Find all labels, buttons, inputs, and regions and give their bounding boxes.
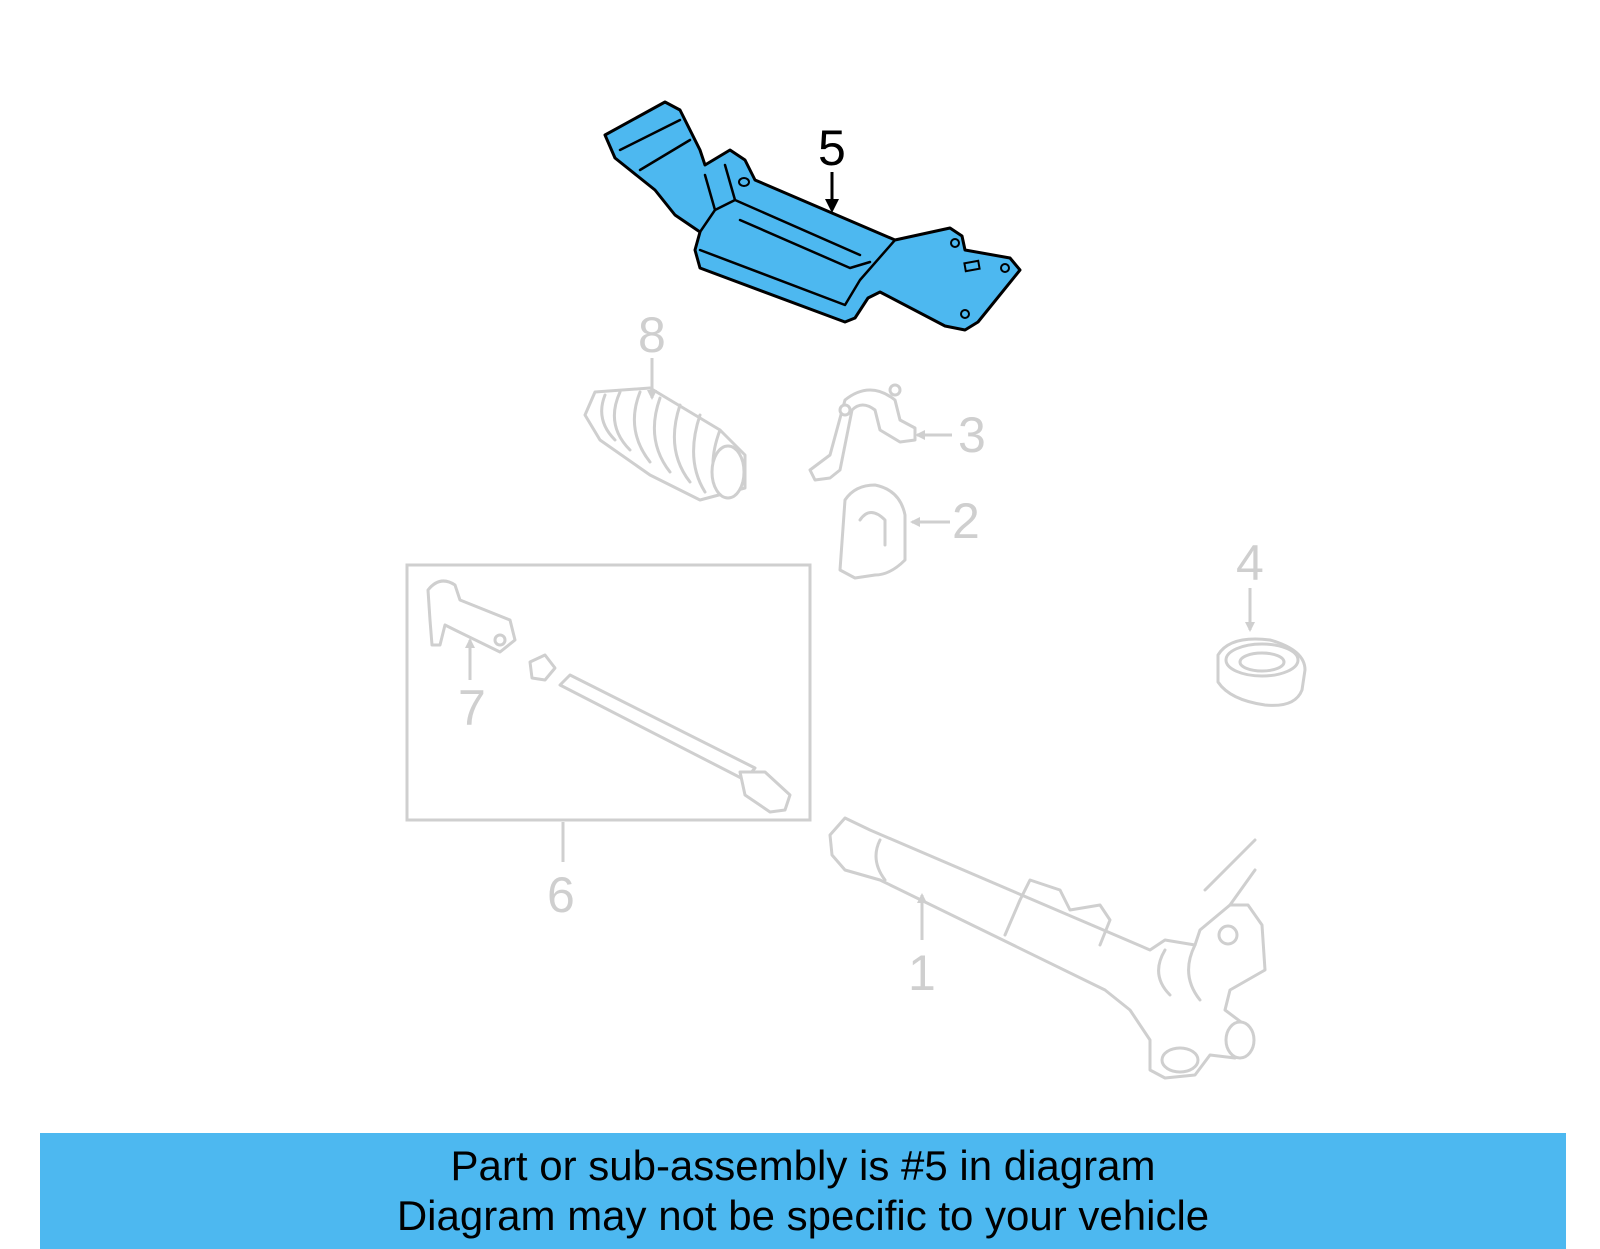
callout-1: 1 [908, 945, 936, 1001]
part-3-clamp[interactable] [808, 383, 917, 482]
callout-2: 2 [952, 493, 980, 549]
callout-3: 3 [958, 407, 986, 463]
callout-7: 7 [458, 680, 486, 736]
callout-5: 5 [818, 120, 846, 176]
banner-line-2: Diagram may not be specific to your vehi… [396, 1192, 1210, 1239]
part-8-boot[interactable] [583, 386, 747, 502]
part-6-inner-tie-rod[interactable] [528, 653, 792, 814]
part-5-heat-shield[interactable] [603, 100, 1022, 332]
part-2-bushing[interactable] [838, 483, 907, 580]
part-6-tie-rod-box [405, 563, 812, 822]
callout-8: 8 [638, 307, 666, 363]
part-4-insulator[interactable] [1216, 637, 1307, 707]
banner-line-1: Part or sub-assembly is #5 in diagram [450, 1142, 1156, 1189]
info-banner: Part or sub-assembly is #5 in diagram Di… [40, 1133, 1566, 1249]
callout-4: 4 [1236, 535, 1264, 591]
callout-6: 6 [547, 867, 575, 923]
part-1-steering-rack[interactable] [828, 816, 1267, 1080]
part-7-tie-rod-end[interactable] [426, 579, 517, 654]
